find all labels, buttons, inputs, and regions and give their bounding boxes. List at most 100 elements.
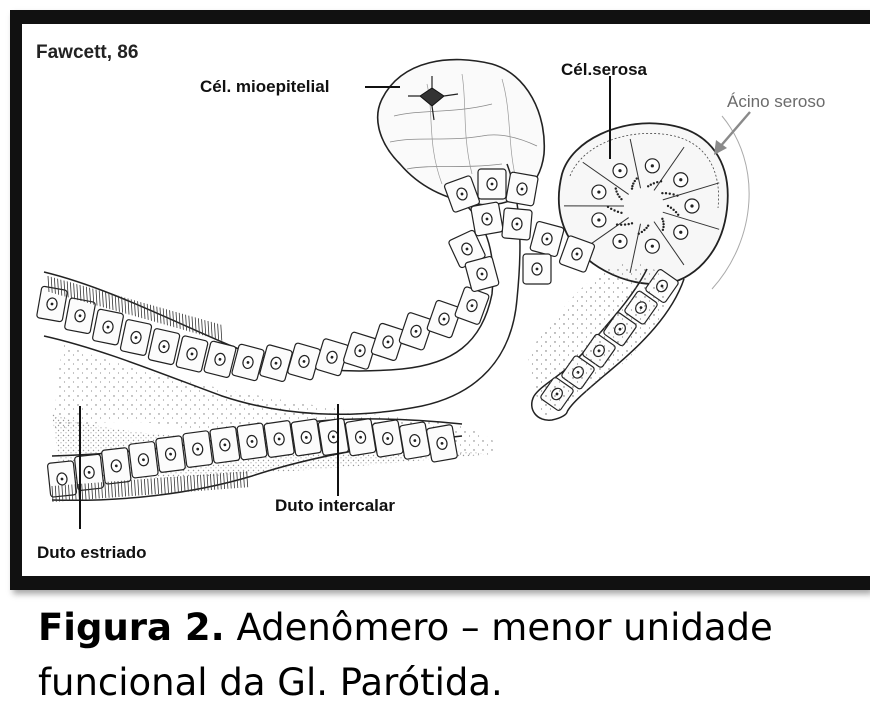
striation (163, 308, 164, 324)
lower-duct-cell (210, 426, 240, 463)
secretory-granule (645, 227, 647, 229)
striation (138, 301, 139, 317)
striation (154, 306, 155, 322)
junction-cell (478, 169, 506, 199)
striation (184, 476, 185, 492)
striation (227, 473, 228, 489)
striation (148, 479, 149, 495)
striation (125, 481, 126, 497)
striation (141, 479, 142, 495)
striation (214, 323, 215, 339)
secretory-granule (607, 206, 609, 208)
striation (105, 482, 106, 498)
striation (70, 282, 71, 298)
secretory-granule (638, 233, 640, 235)
source-label: Fawcett, 86 (36, 42, 138, 64)
figure-panel: Fawcett, 86 Cél. mioepitelial Cél.serosa… (22, 24, 870, 576)
striation (151, 479, 152, 495)
striation (135, 480, 136, 496)
striation (176, 312, 177, 328)
acinus-cell-nucleolus (618, 169, 621, 172)
lower-duct-cell (372, 420, 403, 458)
striation (144, 303, 145, 319)
striation (164, 478, 165, 494)
striation (210, 474, 211, 490)
striation (109, 293, 110, 309)
secretory-granule (617, 211, 619, 213)
striation (173, 311, 174, 327)
lower-duct-cell (156, 436, 186, 473)
striation (118, 481, 119, 497)
secretory-granule (634, 180, 636, 182)
secretory-granule (650, 184, 652, 186)
striation (158, 478, 159, 494)
secretory-granule (631, 222, 633, 224)
secretory-granule (643, 229, 645, 231)
secretory-granule (632, 182, 634, 184)
striation (138, 480, 139, 496)
striation (106, 292, 107, 308)
label-duto-estriado: Duto estriado (37, 543, 147, 563)
striation (160, 308, 161, 324)
duct-cell (120, 319, 152, 356)
junction-cell (530, 221, 565, 257)
striation (181, 476, 182, 492)
junction-cell (502, 208, 533, 240)
duct-cell (148, 328, 180, 365)
secretory-granule (620, 212, 622, 214)
secretory-granule (656, 181, 658, 183)
striation (171, 477, 172, 493)
striation (177, 477, 178, 493)
secretory-granule (661, 218, 663, 220)
lower-duct-cell (291, 419, 322, 456)
striation (83, 286, 84, 302)
duct-cell (426, 300, 461, 339)
striation (217, 474, 218, 490)
secretory-granule (672, 193, 674, 195)
secretory-granule (620, 224, 622, 226)
striation (186, 315, 187, 331)
secretory-granule (647, 224, 649, 226)
secretory-granule (667, 205, 669, 207)
acinus-cell-nucleolus (618, 240, 621, 243)
striation (208, 321, 209, 337)
striation (74, 283, 75, 299)
acinus-cell-nucleolus (690, 204, 693, 207)
label-duto-intercalar: Duto intercalar (275, 496, 395, 516)
striation (211, 322, 212, 338)
secretory-granule (624, 223, 626, 225)
secretory-granule (617, 193, 619, 195)
acinus-cell-nucleolus (597, 218, 600, 221)
junction-cell (523, 254, 551, 284)
secretory-granule (675, 211, 677, 213)
duct-cell (64, 298, 95, 334)
duct-cell (287, 342, 321, 380)
duct-cell (176, 335, 209, 372)
secretory-granule (670, 207, 672, 209)
acinus-cell-nucleolus (651, 164, 654, 167)
striation (221, 325, 222, 341)
acinus-cell-nucleolus (597, 190, 600, 193)
secretory-granule (616, 223, 618, 225)
secretory-granule (631, 187, 633, 189)
junction-cell (506, 172, 539, 206)
striation (194, 475, 195, 491)
lower-duct-cell (345, 418, 376, 456)
secretory-granule (647, 185, 649, 187)
secretory-granule (677, 214, 679, 216)
secretory-granule (662, 226, 664, 228)
striation (99, 290, 100, 306)
secretory-granule (665, 192, 667, 194)
striation (224, 473, 225, 489)
striation (166, 309, 167, 325)
duct-cell (259, 344, 293, 382)
secretory-granule (653, 182, 655, 184)
caption-prefix: Figura 2. (38, 606, 225, 649)
striation (220, 473, 221, 489)
lower-duct-cell (264, 420, 295, 457)
acinus-cell-nucleolus (679, 231, 682, 234)
striation (144, 479, 145, 495)
junction-cell (465, 256, 500, 292)
striation (214, 474, 215, 490)
figure-caption: Figura 2. Adenômero – menor unidade func… (38, 600, 868, 710)
